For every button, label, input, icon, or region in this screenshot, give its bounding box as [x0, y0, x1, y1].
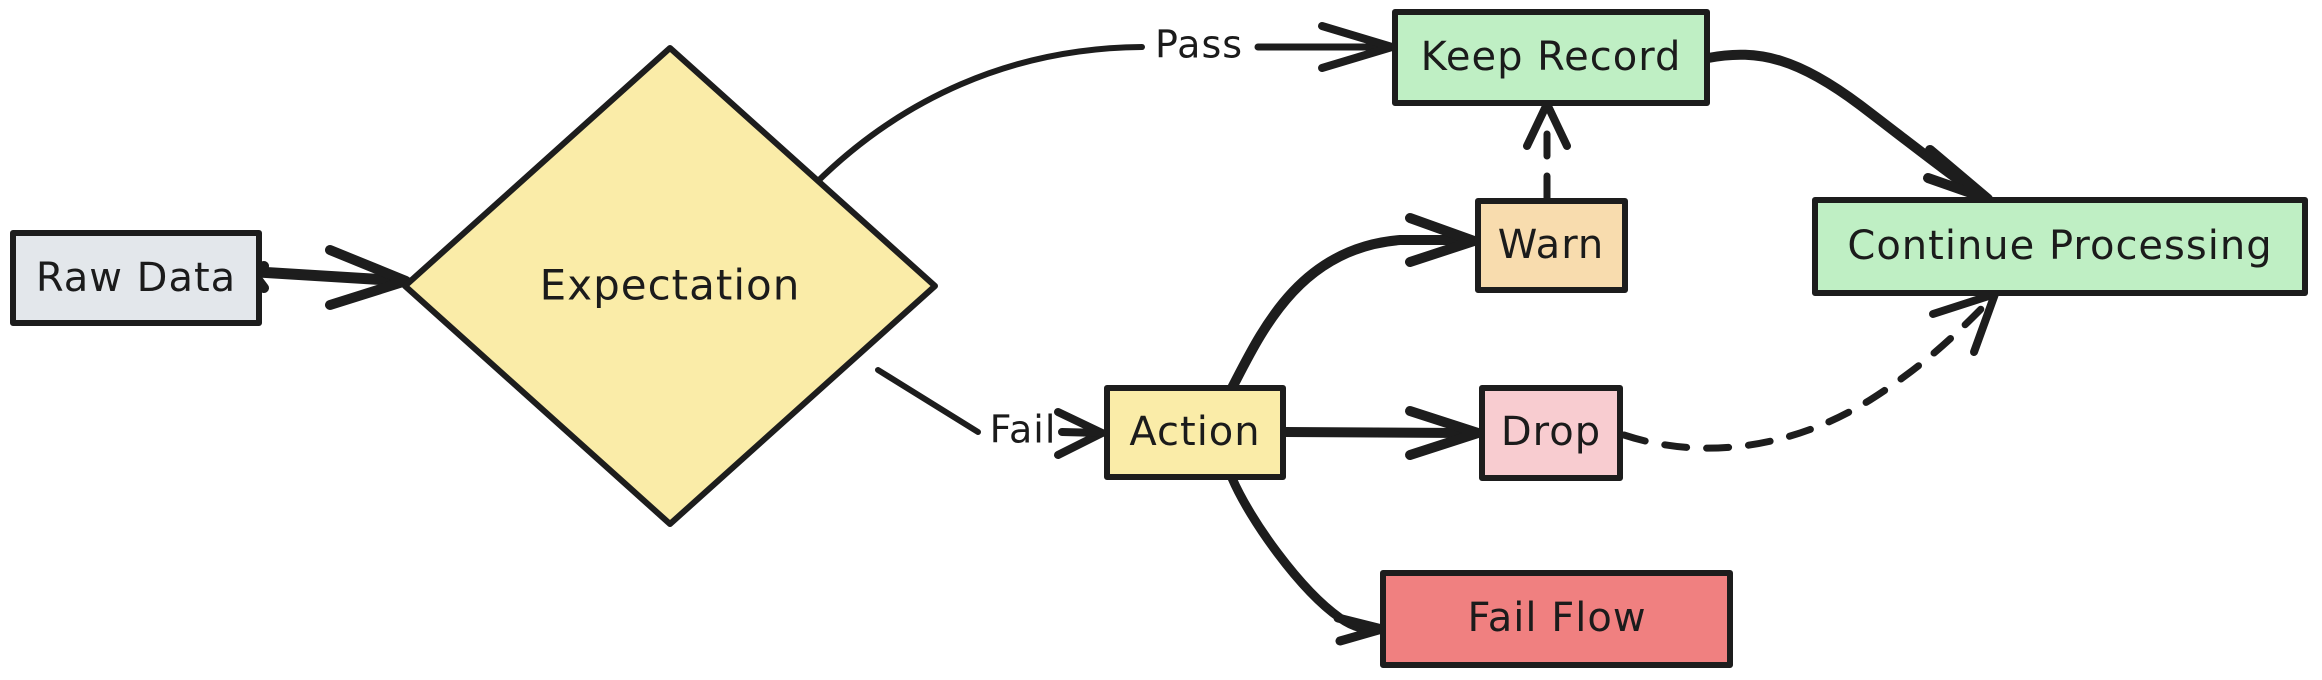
edge-raw-data-to-expectation [247, 245, 411, 310]
node-raw-data[interactable]: Raw Data [10, 230, 262, 326]
keep-record-label: Keep Record [1421, 34, 1682, 80]
edge-action-to-warn [1227, 213, 1479, 393]
edge-warn-to-keep-record [1523, 100, 1571, 202]
edge-expectation-to-action [875, 367, 1106, 459]
node-expectation[interactable]: Expectation [402, 45, 938, 527]
edge-expectation-to-keep-record [813, 22, 1396, 186]
fail-flow-label: Fail Flow [1467, 595, 1646, 641]
keep-record-box[interactable] [1392, 9, 1710, 106]
fail-flow-box[interactable] [1380, 570, 1733, 668]
raw-data-box[interactable] [10, 230, 262, 326]
edge-label-fail: Fail [990, 408, 1057, 452]
action-label: Action [1129, 409, 1260, 455]
warn-label: Warn [1498, 222, 1605, 268]
edge-action-to-drop [1281, 406, 1483, 460]
edge-action-to-fail-flow [1227, 473, 1387, 646]
node-drop[interactable]: Drop [1479, 385, 1623, 481]
drop-label: Drop [1501, 409, 1601, 455]
node-fail-flow[interactable]: Fail Flow [1380, 570, 1733, 668]
warn-box[interactable] [1475, 198, 1628, 293]
continue-processing-label: Continue Processing [1847, 223, 2272, 269]
drop-box[interactable] [1479, 385, 1623, 481]
raw-data-label: Raw Data [36, 255, 236, 301]
action-box[interactable] [1104, 385, 1286, 480]
node-keep-record[interactable]: Keep Record [1392, 9, 1710, 106]
node-continue-processing[interactable]: Continue Processing [1812, 197, 2308, 296]
edge-keep-record-to-continue-processing [1703, 49, 1993, 204]
expectation-label: Expectation [540, 261, 801, 310]
node-action[interactable]: Action [1104, 385, 1286, 480]
expectation-diamond[interactable] [402, 45, 938, 527]
node-warn[interactable]: Warn [1475, 198, 1628, 293]
continue-processing-box[interactable] [1812, 197, 2308, 296]
edge-drop-to-continue-processing [1620, 290, 1999, 452]
edge-label-pass: Pass [1155, 23, 1243, 67]
